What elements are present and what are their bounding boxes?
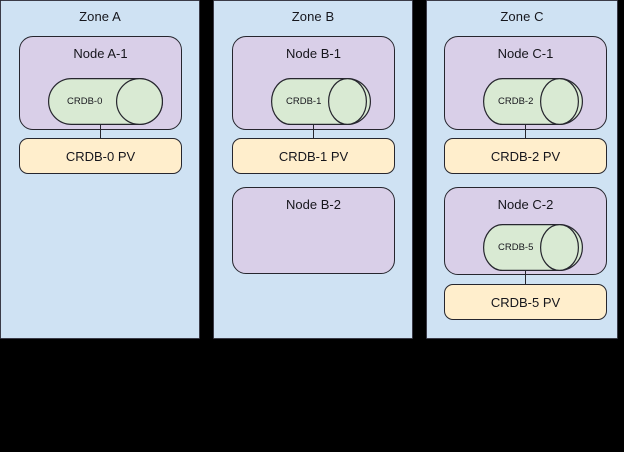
zone-b-container: Zone B Node B-1 CRDB-1 CRDB-1 PV Node B-… <box>213 0 413 339</box>
node-a-1-title: Node A-1 <box>73 46 128 61</box>
pv-crdb-2[interactable]: CRDB-2 PV <box>444 138 607 174</box>
zone-a-container: Zone A Node A-1 CRDB-0 CRDB-0 PV <box>0 0 200 339</box>
pv-crdb-1[interactable]: CRDB-1 PV <box>232 138 395 174</box>
database-cylinder-crdb-2[interactable]: CRDB-2 <box>483 78 583 125</box>
node-a-1[interactable]: Node A-1 CRDB-0 <box>19 36 182 130</box>
node-b-2-title: Node B-2 <box>286 197 341 212</box>
pv-crdb-0-label: CRDB-0 PV <box>65 148 136 164</box>
node-c-2-title: Node C-2 <box>497 197 554 212</box>
zone-c-title: Zone C <box>500 9 544 24</box>
node-c-2[interactable]: Node C-2 CRDB-5 <box>444 187 607 275</box>
node-b-2[interactable]: Node B-2 <box>232 187 395 274</box>
pv-crdb-5[interactable]: CRDB-5 PV <box>444 284 607 320</box>
connector-node-c-1-to-pv <box>525 125 526 140</box>
zone-c-container: Zone C Node C-1 CRDB-2 CRDB-2 PV Node C-… <box>426 0 618 339</box>
node-c-1[interactable]: Node C-1 CRDB-2 <box>444 36 607 130</box>
database-cylinder-crdb-5[interactable]: CRDB-5 <box>483 224 583 271</box>
database-cylinder-crdb-1[interactable]: CRDB-1 <box>271 78 371 125</box>
node-c-1-title: Node C-1 <box>497 46 554 61</box>
database-cylinder-crdb-0[interactable]: CRDB-0 <box>48 78 163 125</box>
zone-b-title: Zone B <box>291 9 335 24</box>
pv-crdb-2-label: CRDB-2 PV <box>490 148 561 164</box>
connector-node-b-1-to-pv <box>313 125 314 140</box>
connector-node-a-1-to-pv <box>100 125 101 140</box>
pv-crdb-1-label: CRDB-1 PV <box>278 148 349 164</box>
connector-node-c-2-to-pv <box>525 270 526 285</box>
pv-crdb-5-label: CRDB-5 PV <box>490 294 561 310</box>
node-b-1-title: Node B-1 <box>286 46 341 61</box>
node-b-1[interactable]: Node B-1 CRDB-1 <box>232 36 395 130</box>
pv-crdb-0[interactable]: CRDB-0 PV <box>19 138 182 174</box>
zone-a-title: Zone A <box>79 9 121 24</box>
